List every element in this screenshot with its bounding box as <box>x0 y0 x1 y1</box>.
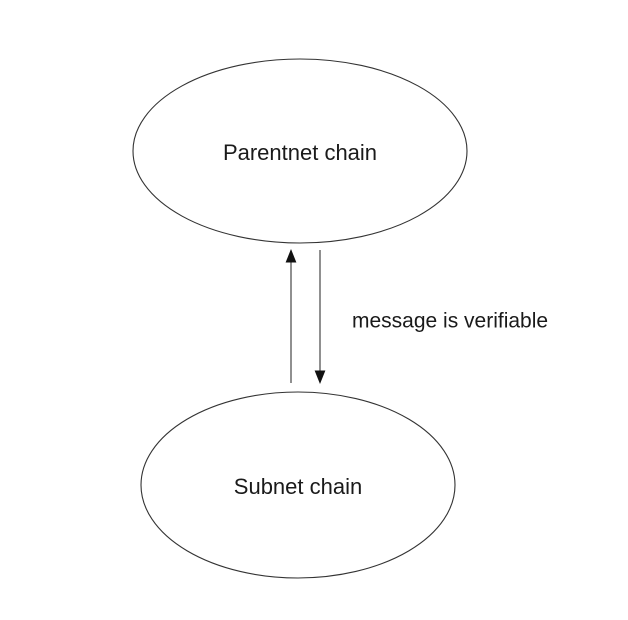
node-parentnet[interactable]: Parentnet chain <box>132 58 468 244</box>
edge-label-message-is-verifiable: message is verifiable <box>352 310 548 333</box>
subnet-ellipse-shape <box>140 391 456 579</box>
parentnet-ellipse-shape <box>132 58 468 244</box>
parentnet-label: Parentnet chain <box>223 140 377 165</box>
node-subnet[interactable]: Subnet chain <box>140 391 456 579</box>
arrowhead-down-icon <box>314 370 326 384</box>
subnet-label: Subnet chain <box>234 474 362 499</box>
edge-subnet-to-parentnet[interactable] <box>285 249 297 383</box>
edge-parentnet-to-subnet[interactable] <box>314 250 326 384</box>
arrowhead-up-icon <box>285 249 297 263</box>
